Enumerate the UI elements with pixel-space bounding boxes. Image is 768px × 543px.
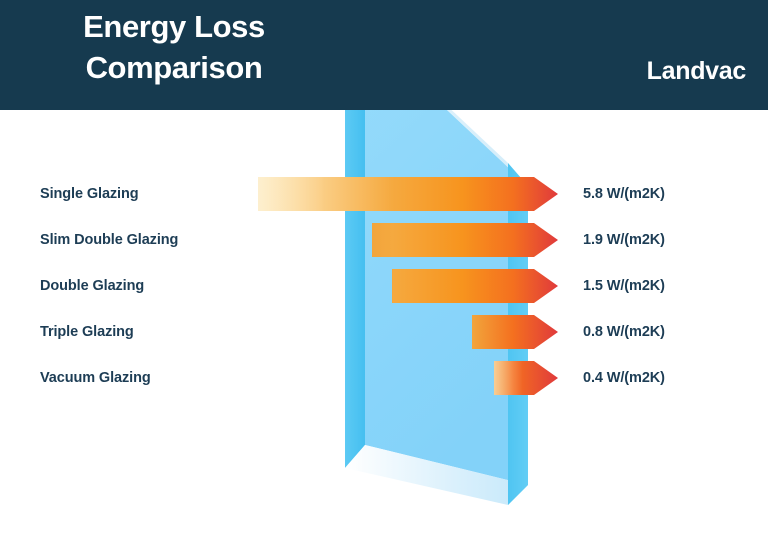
row-value: 5.8 W/(m2K) (583, 186, 665, 202)
energy-loss-bar (472, 315, 558, 349)
energy-loss-bar (372, 223, 558, 257)
brand-logo-text: Landvac (646, 57, 747, 85)
energy-loss-bar (392, 269, 558, 303)
chart-row: Double Glazing 1.5 W/(m2K) (0, 269, 768, 303)
header-bar: Energy Loss Comparison Landvac (0, 0, 768, 110)
row-label: Slim Double Glazing (40, 232, 179, 248)
energy-loss-bar (258, 177, 558, 211)
energy-loss-bar (494, 361, 558, 395)
row-value: 0.8 W/(m2K) (583, 324, 665, 340)
chart-row: Single Glazing 5.8 W/(m2K) (0, 177, 768, 211)
row-value: 1.9 W/(m2K) (583, 232, 665, 248)
row-label: Triple Glazing (40, 324, 134, 340)
chart-row: Vacuum Glazing 0.4 W/(m2K) (0, 361, 768, 395)
row-label: Vacuum Glazing (40, 370, 151, 386)
chart-row: Triple Glazing 0.8 W/(m2K) (0, 315, 768, 349)
page-title: Energy Loss Comparison (83, 9, 265, 85)
row-value: 1.5 W/(m2K) (583, 278, 665, 294)
chart-row: Slim Double Glazing 1.9 W/(m2K) (0, 223, 768, 257)
row-label: Single Glazing (40, 186, 139, 202)
row-label: Double Glazing (40, 278, 145, 294)
row-value: 0.4 W/(m2K) (583, 370, 665, 386)
